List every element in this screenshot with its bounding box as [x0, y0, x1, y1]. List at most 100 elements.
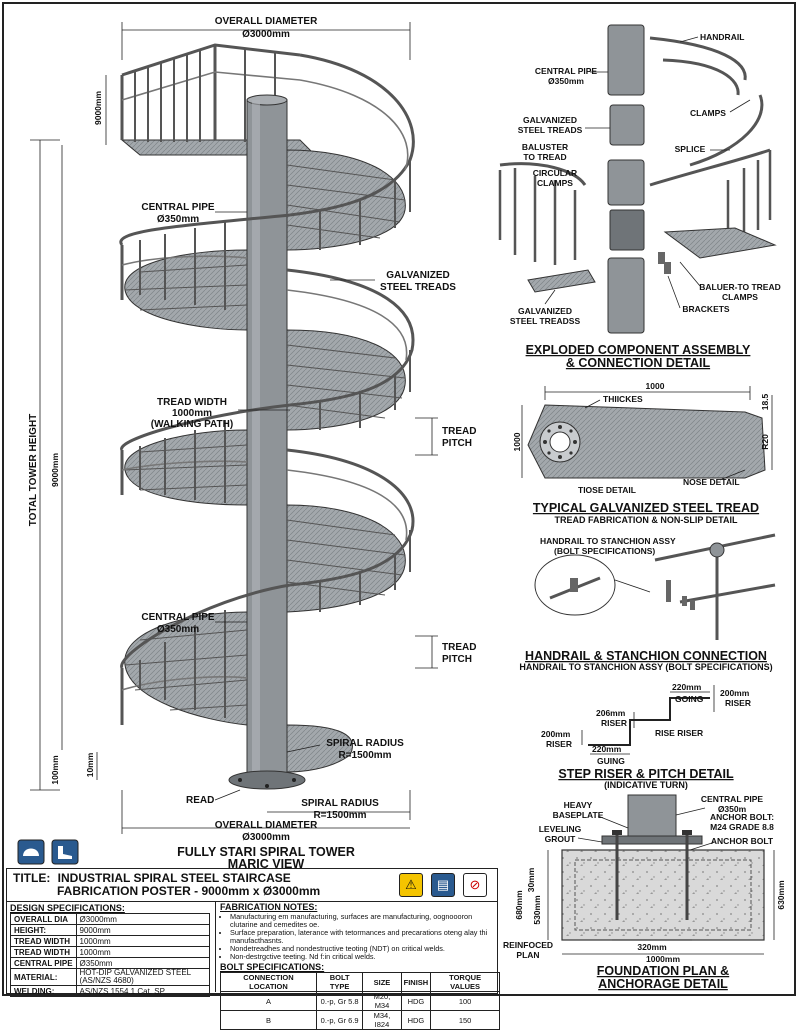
- central-pipe-1-value: Ø350mm: [157, 214, 199, 225]
- table-header-row: CONNECTION LOCATION BOLT TYPE SIZE FINIS…: [220, 972, 500, 992]
- riser-detail: 220mm GOING 200mm RISER 206mm RISER RISE…: [541, 682, 751, 790]
- exp-circular-label-1: CIRCULAR: [533, 168, 577, 178]
- prohibition-icon: ⊘: [463, 873, 487, 897]
- handrail-detail-title: HANDRAIL & STANCHION CONNECTION: [525, 649, 767, 663]
- riser-mid-value: 206mm: [596, 708, 626, 718]
- central-pipe-2-value: Ø350mm: [157, 624, 199, 635]
- spiral-tower-drawing: OVERALL DIAMETER Ø3000mm 9000mm TOTAL TO…: [28, 16, 476, 871]
- exploded-title-1: EXPLODED COMPONENT ASSEMBLY: [526, 343, 751, 357]
- spec-value: 1000mm: [75, 935, 211, 947]
- column-header: CONNECTION LOCATION: [220, 972, 317, 992]
- table-cell: 0.-p, Gr 6.9: [315, 1010, 364, 1030]
- overall-diameter-bottom-label: OVERALL DIAMETER: [215, 820, 318, 831]
- tread-pitch-b-label-1: TREAD: [442, 642, 476, 653]
- found-heavy-1: HEAVY: [564, 800, 593, 810]
- top-height-dim: 9000mm: [93, 91, 103, 125]
- exp-circular-label-2: CLAMPS: [537, 178, 573, 188]
- fabrication-notes-header: FABRICATION NOTES:: [220, 902, 318, 912]
- found-reinforced-2: PLAN: [516, 950, 539, 960]
- central-pipe-1-label: CENTRAL PIPE: [141, 202, 214, 213]
- main-view-caption-2: MARIC VIEW: [228, 857, 305, 871]
- column-header: TORQUE VALUES: [430, 972, 500, 992]
- found-dim-320: 320mm: [637, 942, 667, 952]
- table-cell: M34, I824: [362, 1010, 402, 1030]
- exp-splice-label: SPLICE: [675, 144, 706, 154]
- spec-value: Ø350mm: [75, 957, 211, 969]
- galv-treads-label-2: STEEL TREADS: [380, 282, 456, 293]
- ppe-icons: [17, 839, 79, 865]
- bolt-specs-header: BOLT SPECIFICATIONS:: [220, 962, 325, 972]
- table-row: B 0.-p, Gr 6.9 M34, I824 HDG 150: [220, 1010, 500, 1030]
- tread-pitch-a-label-2: PITCH: [442, 438, 472, 449]
- table-row: MATERIAL:HOT-DIP GALVANIZED STEEL (AS/NZ…: [10, 968, 211, 986]
- tread-thickness-label: THIICKES: [603, 394, 643, 404]
- handrail-top-label: HANDRAIL TO STANCHION ASSY: [540, 536, 676, 546]
- found-central-pipe: CENTRAL PIPE: [701, 794, 764, 804]
- found-central-pipe-value: Ø350m: [718, 804, 747, 814]
- poster-title: TITLE: INDUSTRIAL SPIRAL STEEL STAIRCASE…: [13, 872, 320, 898]
- spiral-radius-2-label: SPIRAL RADIUS: [301, 798, 379, 809]
- exp-baluer-label-2: CLAMPS: [722, 292, 758, 302]
- exp-galv-bottom-label-1: GALVANIZED: [518, 306, 572, 316]
- spiral-radius-1-value: R=1500mm: [338, 750, 391, 761]
- table-cell: HDG: [400, 991, 432, 1011]
- spec-key: CENTRAL PIPE: [10, 957, 77, 969]
- tread-dim-left: 1000: [512, 432, 522, 451]
- exp-galv-treads-label-2: STEEL TREADS: [518, 125, 583, 135]
- riser-going-bottom: GUING: [597, 756, 625, 766]
- spec-key: OVERALL DIA: [10, 913, 77, 925]
- tread-width-label-1: TREAD WIDTH: [157, 397, 227, 408]
- tread-width-label-2: 1000mm: [172, 408, 212, 419]
- riser-going-top: GOING: [675, 694, 704, 704]
- spec-value: AS/NZS 1554.1 Cat. SP: [75, 985, 211, 997]
- table-cell: M20, M34: [362, 991, 402, 1011]
- exploded-assembly: CENTRAL PIPE Ø350mm HANDRAIL GALVANIZED …: [498, 24, 781, 370]
- riser-left: RISER: [546, 739, 572, 749]
- central-pipe-2-label: CENTRAL PIPE: [141, 612, 214, 623]
- handrail-detail: HANDRAIL TO STANCHION ASSY (BOLT SPECIFI…: [519, 533, 776, 672]
- column-header: SIZE: [362, 972, 402, 992]
- spec-key: HEIGHT:: [10, 924, 77, 936]
- handrail-top-label-2: (BOLT SPECIFICATIONS): [554, 546, 655, 556]
- spiral-radius-2-value: R=1500mm: [313, 810, 366, 821]
- exp-clamps-label: CLAMPS: [690, 108, 726, 118]
- spec-panel: TITLE: INDUSTRIAL SPIRAL STEEL STAIRCASE…: [6, 868, 500, 1030]
- base-plate: [228, 770, 306, 790]
- spec-value: 1000mm: [75, 946, 211, 958]
- exp-baluster-label-2: TO TREAD: [523, 152, 566, 162]
- riser-going-bottom-value: 220mm: [592, 744, 622, 754]
- tread-detail-subtitle: TREAD FABRICATION & NON-SLIP DETAIL: [555, 515, 738, 525]
- found-anchor-1: ANCHOR BOLT:: [710, 812, 774, 822]
- overall-diameter-top-value: Ø3000mm: [242, 29, 290, 40]
- found-dim-30: 30mm: [526, 867, 536, 892]
- exp-handrail-label: HANDRAIL: [700, 32, 744, 42]
- foundation-detail: HEAVY BASEPLATE CENTRAL PIPE Ø350m LEVEL…: [503, 794, 786, 991]
- spiral-treads: [124, 149, 406, 773]
- table-cell: 0.-p, Gr 5.8: [315, 991, 364, 1011]
- drawing-canvas: OVERALL DIAMETER Ø3000mm 9000mm TOTAL TO…: [17, 16, 786, 991]
- tread-detail: 1000 1000 18.5 R20 THIICKES NOSE DETAIL …: [512, 381, 773, 525]
- found-dim-680: 680mm: [514, 890, 524, 920]
- found-leveling-2: GROUT: [545, 834, 577, 844]
- riser-mid: RISER: [601, 718, 627, 728]
- table-row: A 0.-p, Gr 5.8 M20, M34 HDG 100: [220, 991, 500, 1011]
- list-item: Nondetreadhes and nondestructive teoting…: [230, 945, 500, 953]
- title-line-2: FABRICATION POSTER - 9000mm x Ø3000mm: [57, 884, 321, 898]
- warning-icon: ⚠: [399, 873, 423, 897]
- found-anchor-2: M24 GRADE 8.8: [710, 822, 774, 832]
- spec-key: TREAD WIDTH: [10, 946, 77, 958]
- table-cell: HDG: [400, 1010, 432, 1030]
- list-item: Manufacturing em manufacturing, surfaces…: [230, 913, 500, 929]
- read-label: READ: [186, 795, 214, 806]
- exp-baluer-label-1: BALUER-TO TREAD: [699, 282, 781, 292]
- foundation-title-2: ANCHORAGE DETAIL: [598, 977, 728, 991]
- column-header: FINISH: [400, 972, 432, 992]
- exp-central-pipe-value: Ø350mm: [548, 76, 584, 86]
- dim-100: 100mm: [50, 755, 60, 785]
- tread-dim-1000: 1000: [646, 381, 665, 391]
